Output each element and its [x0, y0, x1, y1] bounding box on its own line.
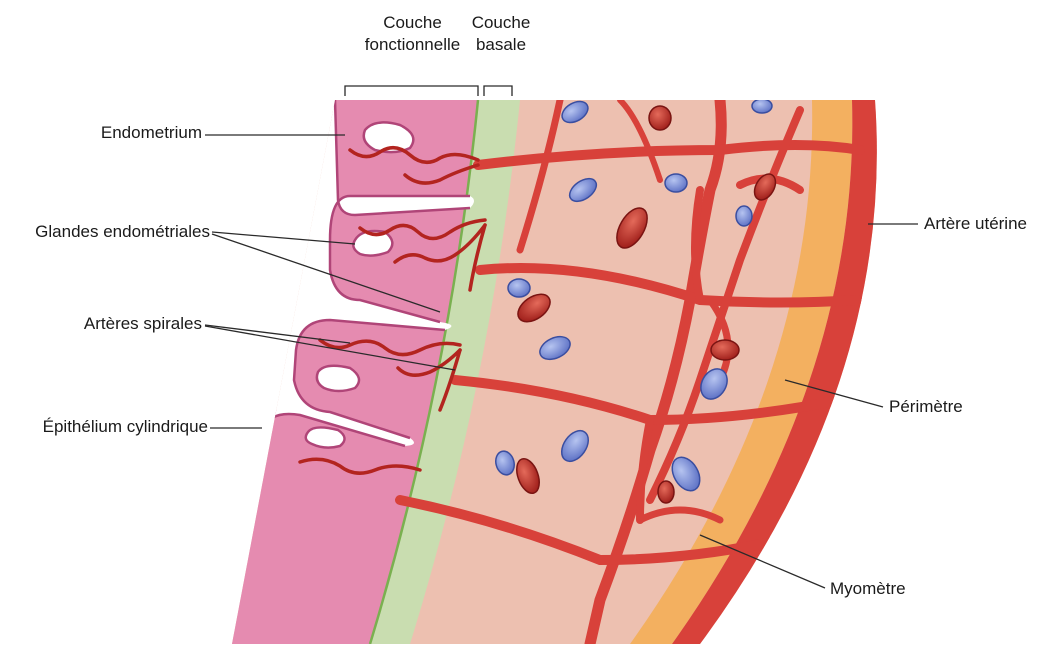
spiral-arteries-label: Artères spirales [84, 314, 202, 334]
myometrium-label: Myomètre [830, 579, 906, 599]
functional-layer-header-line2: fonctionnelle [350, 34, 475, 56]
vein [752, 99, 772, 113]
basal-layer-header-line1: Couche [462, 12, 540, 34]
gland-lumen [306, 427, 345, 447]
functional-layer-header: Couche fonctionnelle [350, 12, 475, 56]
basal-layer-bracket [484, 86, 512, 96]
gland-lumen [317, 366, 359, 391]
vein [508, 279, 530, 297]
basal-layer-header-line2: basale [462, 34, 540, 56]
perimetrium-label: Périmètre [889, 397, 963, 417]
vein [736, 206, 752, 226]
endometrium-label: Endometrium [101, 123, 202, 143]
functional-layer-header-line1: Couche [350, 12, 475, 34]
basal-layer-header: Couche basale [462, 12, 540, 56]
arteriole [711, 340, 739, 360]
arteriole [658, 481, 674, 503]
vein [665, 174, 687, 192]
arteriole [649, 106, 671, 130]
functional-layer-bracket [345, 86, 478, 96]
epithelium-label: Épithélium cylindrique [43, 417, 208, 437]
uterine-artery-label: Artère utérine [924, 214, 1027, 234]
glands-label: Glandes endométriales [35, 222, 210, 242]
